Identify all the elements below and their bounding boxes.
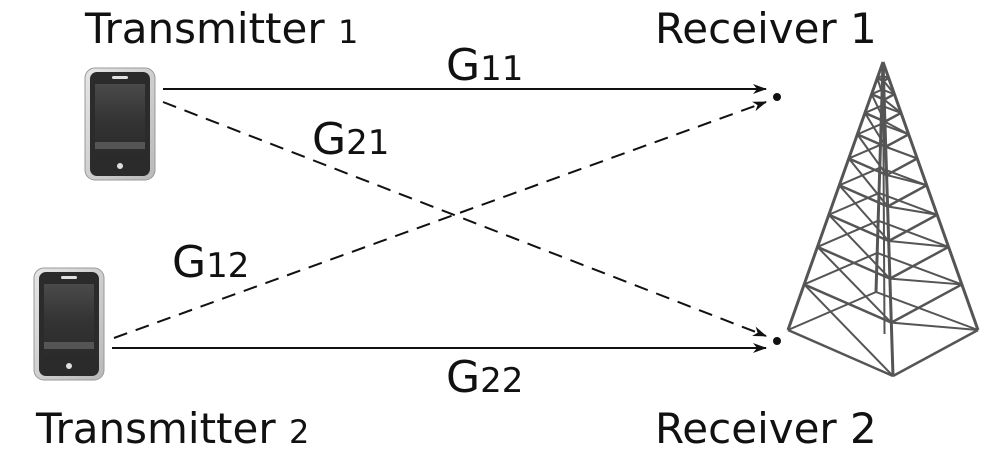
tower-strut: [787, 291, 877, 331]
receiver-2-point: [773, 337, 781, 345]
tower-strut: [882, 80, 896, 95]
transmitter-2-name: Transmitter: [36, 404, 276, 453]
tower-strut: [884, 111, 902, 123]
tower-strut: [885, 133, 910, 148]
tower-strut: [838, 184, 890, 242]
transmitter-1-name: Transmitter: [85, 4, 325, 53]
tower-strut: [803, 251, 878, 286]
tower-strut: [828, 214, 891, 280]
tower-strut: [838, 184, 889, 208]
transmitter-1-index: 1: [337, 13, 359, 51]
tower-strut: [885, 145, 918, 160]
tower-strut: [891, 321, 979, 331]
receiver-1-label: Receiver 1: [655, 4, 877, 53]
tower-strut: [890, 283, 963, 324]
gain-g12-label: G12: [172, 241, 249, 285]
gain-g11-letter: G: [446, 40, 481, 91]
tower-strut: [882, 61, 886, 335]
tower-strut: [871, 93, 885, 101]
tower-strut: [881, 61, 980, 331]
tower-strut: [828, 213, 890, 243]
transmitter-2-label: Transmitter 2: [36, 408, 309, 450]
tower-strut: [864, 104, 883, 114]
tower-strut: [786, 61, 885, 331]
tower-strut: [886, 174, 927, 187]
tower-strut: [881, 88, 895, 96]
transmitter-2-index: 2: [288, 413, 310, 451]
tower-strut: [848, 157, 889, 208]
tower-strut: [881, 61, 895, 377]
gain-g22-label: G22: [446, 356, 523, 400]
tower-strut: [787, 328, 894, 378]
tower-strut: [876, 74, 883, 79]
tower-strut: [883, 93, 895, 101]
tower-strut: [878, 192, 938, 216]
tower-strut: [889, 245, 950, 280]
tower-strut: [892, 328, 979, 378]
tower-strut: [876, 251, 963, 286]
tower-strut: [856, 123, 882, 136]
receiver-1-point: [773, 93, 781, 101]
tower-strut: [848, 157, 888, 177]
gain-g22-sub: 22: [480, 361, 524, 401]
gain-g12-letter: G: [172, 237, 207, 288]
tower-strut: [888, 239, 949, 248]
receiver-2-label: Receiver 2: [655, 404, 877, 453]
smartphone-icon: [33, 267, 105, 381]
gain-g21-label: G21: [312, 118, 389, 162]
gain-g11-label: G11: [446, 44, 523, 88]
gain-g11-sub: 11: [480, 49, 524, 89]
gain-g22-letter: G: [446, 352, 481, 403]
tower-strut: [888, 213, 938, 243]
tower-strut: [889, 277, 962, 286]
gain-g21-letter: G: [312, 114, 347, 165]
tower-strut: [816, 246, 893, 324]
tower-strut: [877, 219, 949, 248]
tower-strut: [828, 192, 880, 216]
cell-tower-icon: [786, 61, 980, 378]
tower-strut: [881, 104, 902, 114]
tower-strut: [864, 111, 886, 123]
tower-strut: [887, 205, 938, 216]
tower-strut: [864, 112, 887, 148]
link-g21: [162, 101, 767, 337]
smartphone-icon: [84, 67, 156, 181]
gain-g12-sub: 12: [206, 246, 250, 286]
transmitter-1-label: Transmitter 1: [85, 8, 358, 50]
tower-strut: [838, 166, 881, 187]
tower-strut: [875, 291, 979, 331]
gain-g21-sub: 21: [346, 123, 390, 163]
tower-strut: [883, 98, 902, 114]
tower-strut: [884, 120, 910, 136]
tower-strut: [887, 184, 928, 208]
link-g12: [113, 101, 767, 339]
tower-strut: [848, 143, 881, 160]
tower-strut: [803, 283, 894, 377]
